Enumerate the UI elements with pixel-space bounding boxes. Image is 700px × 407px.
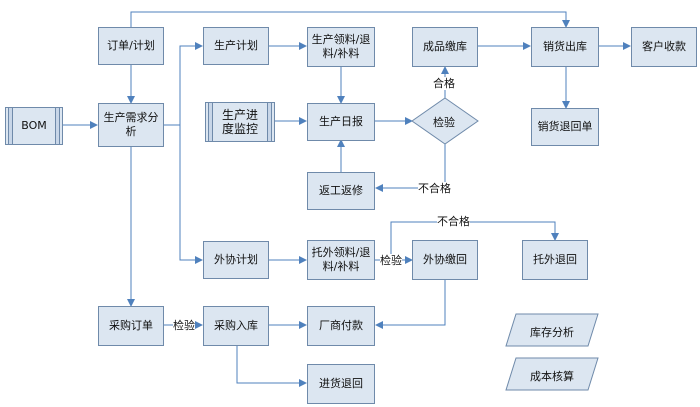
node-inventory-analysis-label: 库存分析 bbox=[530, 326, 574, 339]
node-progress-monitor: 生产进度监控 bbox=[205, 102, 275, 142]
edge-label-inspect-purchase: 检验 bbox=[173, 319, 195, 332]
node-sales-out: 销货出库 bbox=[531, 27, 599, 67]
node-purchase-order: 采购订单 bbox=[98, 306, 164, 346]
node-demand-analysis-label: 生产需求分析 bbox=[103, 111, 159, 138]
edge-order-to-sales bbox=[130, 11, 570, 28]
node-daily-report-label: 生产日报 bbox=[319, 115, 363, 128]
edge-pin-to-preturn bbox=[236, 345, 307, 387]
inspect-diamond bbox=[411, 97, 479, 145]
node-cost-accounting-label: 成本核算 bbox=[530, 370, 574, 383]
node-customer-pay: 客户收款 bbox=[631, 27, 697, 67]
inventory-analysis-shape bbox=[505, 313, 599, 347]
node-customer-pay-label: 客户收款 bbox=[642, 40, 686, 53]
node-outsource-material: 托外领料/退料/补料 bbox=[307, 240, 375, 280]
process-bar-left bbox=[208, 103, 213, 141]
node-rework-label: 返工返修 bbox=[319, 184, 363, 197]
node-outsource-return: 外协缴回 bbox=[412, 240, 478, 280]
node-purchase-return-label: 进货退回 bbox=[319, 377, 363, 390]
edge-oreturn-to-oback bbox=[390, 221, 559, 260]
cost-accounting-shape bbox=[505, 357, 599, 391]
node-outsource-plan-label: 外协计划 bbox=[214, 253, 258, 266]
node-order-plan: 订单/计划 bbox=[98, 27, 164, 65]
node-bom-label: BOM bbox=[21, 119, 47, 132]
node-demand-analysis: 生产需求分析 bbox=[98, 103, 164, 147]
node-vendor-pay: 厂商付款 bbox=[307, 306, 375, 346]
process-bar-right bbox=[55, 108, 60, 144]
edge-label-pass: 合格 bbox=[433, 77, 455, 90]
edge-oreturn-to-vendor bbox=[375, 280, 446, 329]
node-prod-material: 生产领料/退料/补料 bbox=[307, 27, 375, 67]
process-bar-left bbox=[8, 108, 13, 144]
node-outsource-back-label: 托外退回 bbox=[533, 253, 577, 266]
node-purchase-order-label: 采购订单 bbox=[109, 319, 153, 332]
node-finished-storage-label: 成品缴库 bbox=[423, 40, 467, 53]
node-finished-storage: 成品缴库 bbox=[412, 27, 478, 67]
node-progress-monitor-label: 生产进度监控 bbox=[221, 108, 258, 136]
edge-demand-to-prodplan bbox=[163, 42, 203, 126]
node-sales-return: 销货退回单 bbox=[531, 108, 599, 146]
node-sales-return-label: 销货退回单 bbox=[537, 120, 593, 133]
node-outsource-plan: 外协计划 bbox=[203, 241, 269, 279]
node-prod-plan: 生产计划 bbox=[203, 27, 269, 65]
node-purchase-in-label: 采购入库 bbox=[214, 319, 258, 332]
node-daily-report: 生产日报 bbox=[307, 103, 375, 141]
node-rework: 返工返修 bbox=[307, 172, 375, 210]
node-bom: BOM bbox=[5, 107, 63, 145]
node-purchase-return: 进货退回 bbox=[307, 364, 375, 404]
edge-label-fail-outsource: 不合格 bbox=[437, 215, 470, 228]
node-outsource-material-label: 托外领料/退料/补料 bbox=[311, 246, 371, 273]
node-vendor-pay-label: 厂商付款 bbox=[319, 319, 363, 332]
node-outsource-return-label: 外协缴回 bbox=[423, 253, 467, 266]
edge-label-fail-rework: 不合格 bbox=[418, 182, 451, 195]
node-outsource-back: 托外退回 bbox=[522, 240, 588, 280]
node-prod-plan-label: 生产计划 bbox=[214, 39, 258, 52]
edge-demand-to-outsource bbox=[179, 125, 203, 264]
process-bar-right bbox=[267, 103, 272, 141]
node-inspect-label: 检验 bbox=[433, 116, 455, 129]
node-order-plan-label: 订单/计划 bbox=[107, 39, 155, 52]
node-prod-material-label: 生产领料/退料/补料 bbox=[311, 33, 371, 60]
node-purchase-in: 采购入库 bbox=[203, 306, 269, 346]
edge-label-inspect-outsource: 检验 bbox=[380, 254, 402, 267]
node-sales-out-label: 销货出库 bbox=[543, 40, 587, 53]
